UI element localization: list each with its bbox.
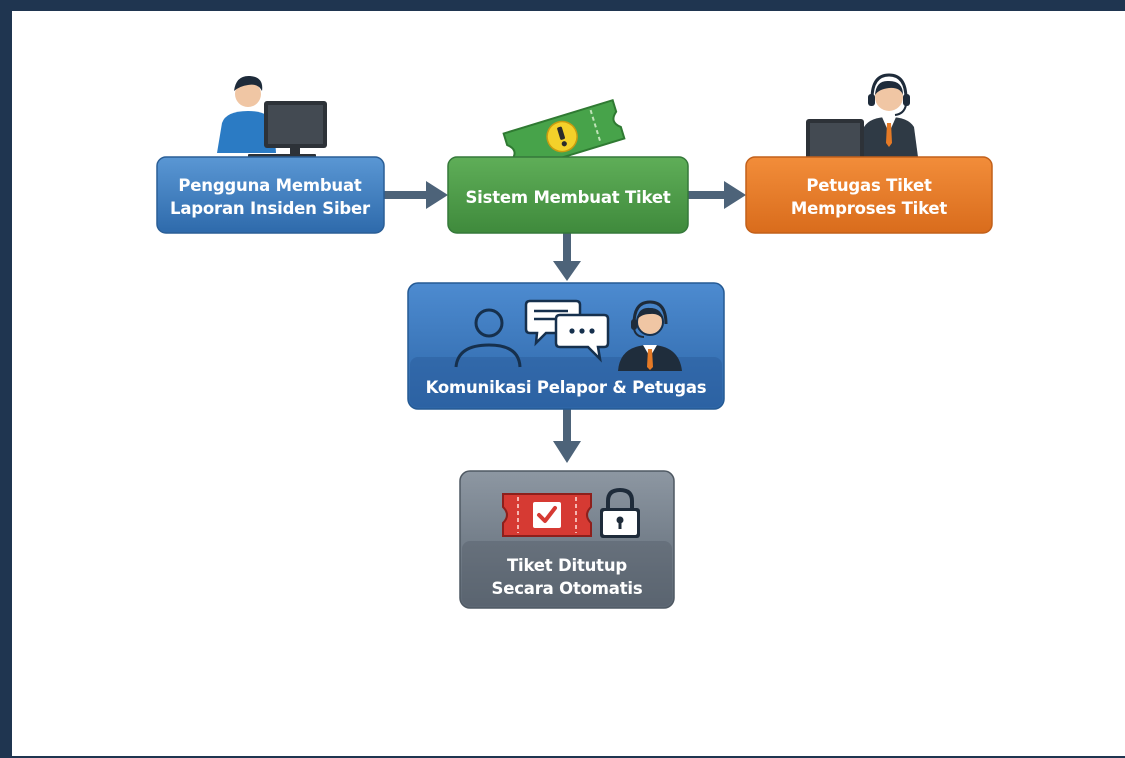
officer-small-icon	[618, 300, 682, 371]
arrow-system-to-communication	[553, 233, 581, 281]
arrow-communication-to-closed	[553, 409, 581, 463]
node-report-line2: Laporan Insiden Siber	[170, 199, 371, 218]
chat-conversation-icon	[454, 299, 682, 371]
node-system-label: Sistem Membuat Tiket	[465, 188, 670, 207]
reporter-icon	[454, 308, 522, 368]
node-communication: Komunikasi Pelapor & Petugas	[407, 282, 725, 410]
arrow-report-to-system	[384, 181, 448, 209]
diagram-canvas: Pengguna Membuat Laporan Insiden Siber S…	[12, 11, 1125, 756]
user-at-computer-icon	[217, 75, 327, 159]
node-report: Pengguna Membuat Laporan Insiden Siber	[156, 75, 385, 234]
node-communication-label: Komunikasi Pelapor & Petugas	[426, 378, 707, 397]
speech-bubbles-icon	[524, 299, 610, 363]
warning-ticket-icon	[502, 98, 626, 174]
node-officer: Petugas Tiket Memproses Tiket	[745, 73, 993, 234]
node-officer-line1: Petugas Tiket	[806, 176, 932, 195]
node-officer-line2: Memproses Tiket	[791, 199, 947, 218]
support-agent-icon	[806, 73, 918, 167]
node-closed-line2: Secara Otomatis	[492, 579, 643, 598]
incident-flow-diagram: Pengguna Membuat Laporan Insiden Siber S…	[156, 73, 993, 609]
node-system: Sistem Membuat Tiket	[447, 98, 689, 234]
node-closed: Tiket Ditutup Secara Otomatis	[459, 470, 675, 609]
padlock-icon	[600, 487, 640, 538]
node-closed-line1: Tiket Ditutup	[507, 556, 627, 575]
node-report-line1: Pengguna Membuat	[178, 176, 362, 195]
locked-ticket-icon	[502, 487, 640, 538]
arrow-system-to-officer	[688, 181, 746, 209]
